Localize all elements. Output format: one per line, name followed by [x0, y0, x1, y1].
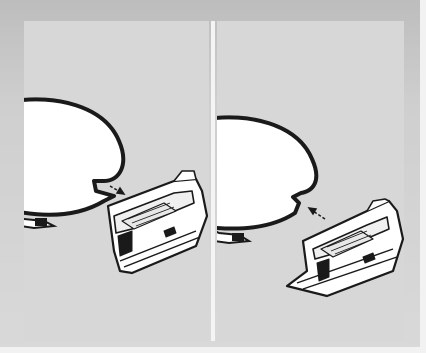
panel-remove-dustbin: [217, 21, 404, 341]
panel-divider: [211, 21, 215, 341]
panel-insert-dustbin: [24, 21, 209, 341]
dustbin-module: [108, 171, 207, 273]
insert-dustbin-illustration: [24, 21, 209, 341]
dustbin-module: [287, 199, 403, 296]
robot-vacuum-body: [24, 99, 123, 215]
remove-arrow-icon: [309, 208, 325, 219]
remove-dustbin-illustration: [217, 21, 404, 341]
insert-arrow-icon: [110, 186, 124, 194]
robot-vacuum-body: [217, 117, 316, 228]
